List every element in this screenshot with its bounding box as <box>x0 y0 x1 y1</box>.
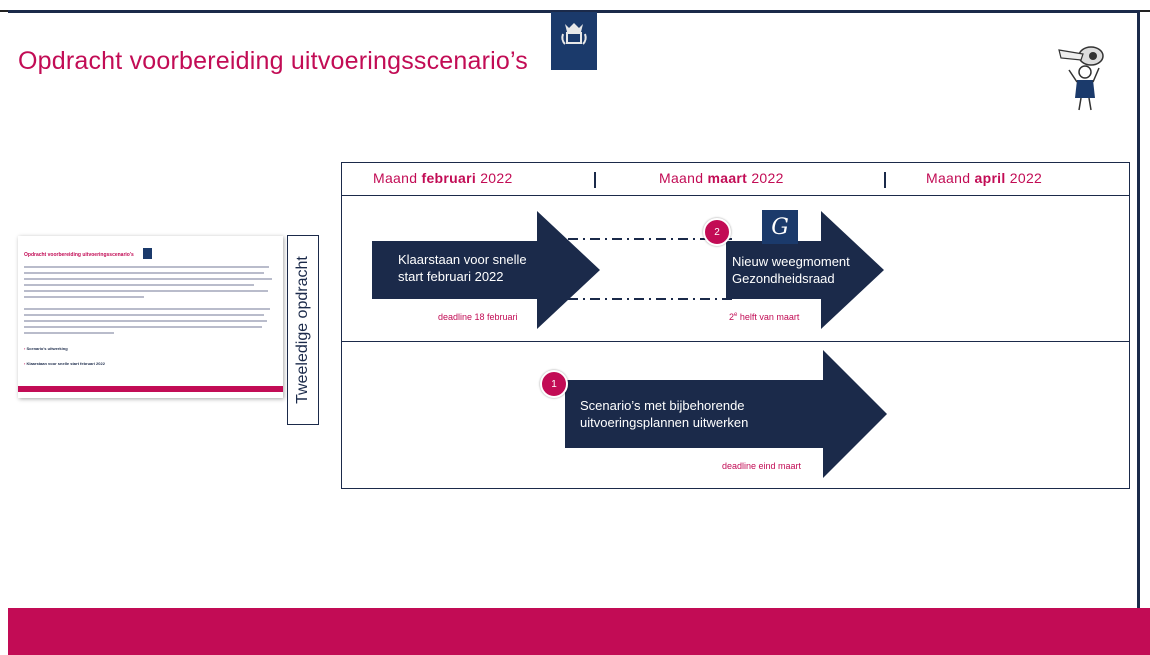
thumbnail-text-line <box>24 296 144 298</box>
arrow-weegmoment <box>726 211 884 329</box>
timeline-row-divider <box>341 341 1130 342</box>
figure-illustration-icon <box>1055 42 1111 114</box>
deadline-weegmoment: 2e helft van maart <box>729 312 800 322</box>
thumbnail-title: Opdracht voorbereiding uitvoeringsscenar… <box>24 252 134 258</box>
month-april: Maand april 2022 <box>926 170 1043 186</box>
thumbnail-text-line <box>24 326 262 328</box>
arrow-klaarstaan <box>372 211 600 329</box>
month-separator <box>594 172 596 188</box>
thumbnail-text-line <box>24 320 267 322</box>
vertical-label-text: Tweeledige opdracht <box>294 256 311 404</box>
thumbnail-text-line <box>24 284 254 286</box>
thumbnail-text-line <box>24 290 268 292</box>
deadline-klaarstaan: deadline 18 februari <box>438 312 518 322</box>
thumbnail-text-line <box>24 272 264 274</box>
bottom-bar <box>8 608 1150 655</box>
arrow-scenarios <box>565 350 887 478</box>
thumbnail-crest-icon <box>143 248 152 259</box>
timeline-box <box>341 162 1130 489</box>
thumbnail-text-line <box>24 332 114 334</box>
badge-2: 2 <box>703 218 731 246</box>
thumbnail-text-line <box>24 266 269 268</box>
thumbnail-bullet: Scenario's uitwerking <box>24 346 67 351</box>
arrow-klaarstaan-text: Klaarstaan voor snelle start februari 20… <box>398 252 527 284</box>
thumbnail-footer <box>18 386 283 392</box>
gezondheidsraad-logo-icon: G <box>762 210 798 244</box>
page-title: Opdracht voorbereiding uitvoeringsscenar… <box>18 47 529 75</box>
badge-1: 1 <box>540 370 568 398</box>
deadline-scenarios: deadline eind maart <box>722 461 802 471</box>
thumbnail-text-line <box>24 314 264 316</box>
vertical-label: Tweeledige opdracht <box>287 235 319 425</box>
month-separator <box>884 172 886 188</box>
arrow-weegmoment-text: Nieuw weegmoment Gezondheidsraad <box>732 254 850 286</box>
thumbnail-text-line <box>24 278 272 280</box>
arrow-scenarios-text: Scenario’s met bijbehorende uitvoeringsp… <box>580 398 749 430</box>
crest-icon <box>551 12 597 70</box>
month-maart: Maand maart 2022 <box>659 170 784 186</box>
document-thumbnail: Opdracht voorbereiding uitvoeringsscenar… <box>18 236 283 398</box>
thumbnail-bullet: Klaarstaan voor snelle start februari 20… <box>24 361 104 366</box>
thumbnail-text-line <box>24 308 270 310</box>
month-februari: Maand februari 2022 <box>373 170 513 186</box>
timeline-header <box>341 162 1130 196</box>
